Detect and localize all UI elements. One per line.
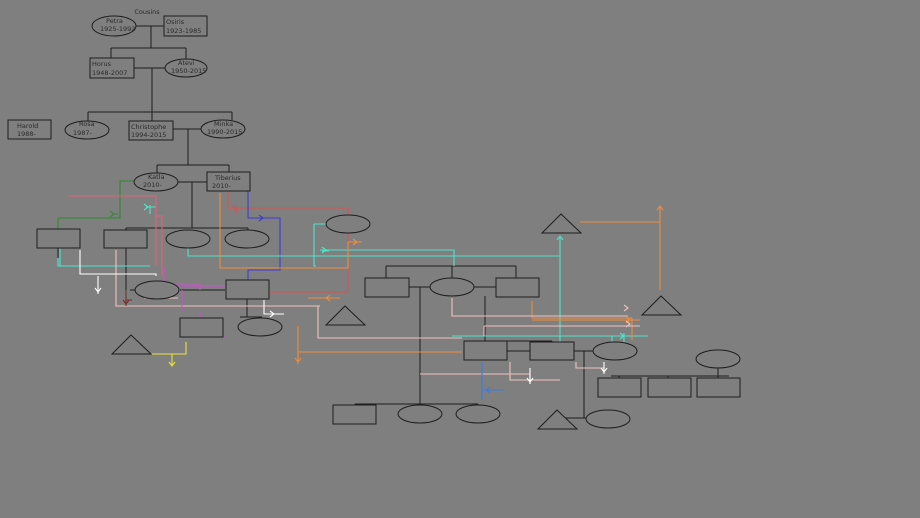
node-ellipse <box>429 277 475 297</box>
person-osiris: Osiris 1923-1985 <box>163 15 208 37</box>
node-box <box>364 277 410 298</box>
node-ellipse <box>585 409 631 429</box>
node-ellipse <box>397 404 443 424</box>
person-harold: Harold 1988- <box>7 119 52 140</box>
node-box <box>529 341 575 361</box>
person-dates: 1948-2007 <box>92 69 127 77</box>
person-name: Horus <box>92 60 112 68</box>
person-dates: 1988- <box>17 130 37 138</box>
node-box <box>597 377 642 398</box>
unlabeled-ellipse-nodes <box>134 214 741 429</box>
person-dates: 1990-2015 <box>207 128 242 136</box>
person-tiberius: Tiberius 2010- <box>206 171 251 192</box>
person-dates: 1994-2015 <box>131 131 166 139</box>
person-dates: 2010- <box>212 182 232 190</box>
person-name: Petra <box>106 17 123 25</box>
person-name: Rosa <box>79 120 95 128</box>
person-name: Christophe <box>131 123 166 131</box>
person-dates: 1950-2015 <box>171 67 206 75</box>
colored-relationship-links <box>57 180 661 400</box>
node-ellipse <box>134 280 180 300</box>
node-triangle <box>536 409 579 430</box>
node-box <box>647 377 692 398</box>
node-ellipse <box>695 349 741 369</box>
person-dates: 1987- <box>73 129 93 137</box>
person-name: Minka <box>214 120 233 128</box>
person-atevi: Atevi 1950-2015 <box>164 58 208 78</box>
node-ellipse <box>325 214 371 234</box>
person-dates: 1925-1992 <box>100 25 135 33</box>
person-rosa: Rosa 1987- <box>64 120 110 140</box>
node-box <box>696 377 741 398</box>
person-katla: Katla 2010- <box>133 172 179 192</box>
person-petra: Petra 1925-1992 <box>91 15 137 37</box>
node-ellipse <box>592 341 638 361</box>
person-name: Tiberius <box>214 174 241 182</box>
node-triangle <box>640 295 683 316</box>
person-minka: Minka 1990-2015 <box>200 119 246 139</box>
person-name: Katla <box>148 173 164 181</box>
node-ellipse <box>224 229 270 249</box>
diagram-title: Cousins <box>134 8 160 16</box>
node-box <box>463 340 508 361</box>
node-ellipse <box>165 229 211 249</box>
node-box <box>495 277 540 298</box>
node-ellipse <box>455 404 501 424</box>
link-arrowheads <box>94 203 664 394</box>
node-box <box>103 229 148 249</box>
node-box <box>179 317 224 338</box>
unlabeled-triangle-nodes <box>110 213 683 430</box>
person-christophe: Christophe 1994-2015 <box>128 120 174 141</box>
node-triangle <box>540 213 583 234</box>
node-triangle <box>110 334 153 355</box>
person-dates: 1923-1985 <box>166 27 201 35</box>
node-box <box>225 279 270 300</box>
node-box <box>332 404 377 425</box>
person-name: Atevi <box>178 59 195 67</box>
person-name: Harold <box>17 122 38 130</box>
person-horus: Horus 1948-2007 <box>89 57 135 79</box>
node-ellipse <box>237 317 283 337</box>
unlabeled-box-nodes <box>36 228 741 425</box>
person-name: Osiris <box>166 18 185 26</box>
person-dates: 2010- <box>143 181 163 189</box>
node-triangle <box>324 305 367 326</box>
node-box <box>36 228 81 249</box>
